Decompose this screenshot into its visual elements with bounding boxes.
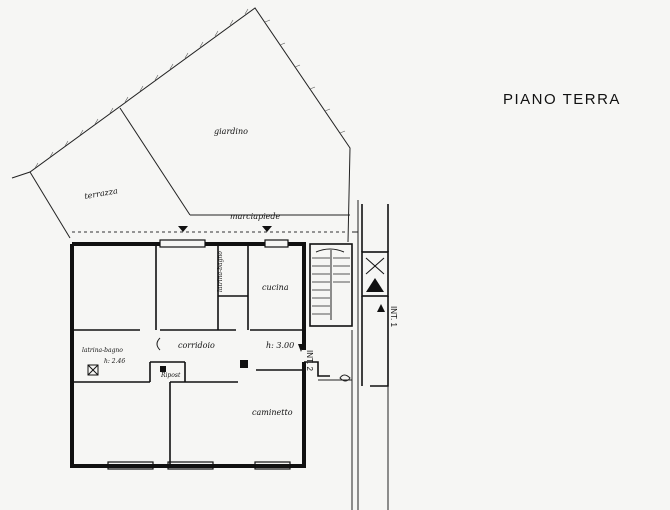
label-latrina-bagno-top: latrina-bagno	[217, 251, 224, 292]
exterior-walls	[70, 239, 306, 470]
label-height-left: h: 2.46	[104, 358, 125, 365]
svg-text:INT. 2: INT. 2	[305, 350, 314, 371]
label-latrina-bagno-left: latrina-bagno	[82, 347, 123, 354]
label-corridoio: corridoio	[178, 341, 215, 350]
label-marciapiede: marciapiede	[230, 212, 281, 221]
fixtures	[87, 337, 248, 376]
garden-outline	[11, 7, 351, 243]
int2-marker: INT. 2	[298, 344, 314, 371]
label-terrazza: terrazza	[84, 186, 119, 201]
elevator-shaft	[361, 204, 389, 510]
svg-text:INT. 1: INT. 1	[389, 306, 398, 327]
label-cucina: cucina	[262, 283, 289, 292]
plan-title: PIANO TERRA	[503, 91, 621, 108]
label-giardino: giardino	[214, 127, 248, 136]
label-caminetto: caminetto	[252, 408, 293, 417]
entrance-arrows	[178, 226, 272, 232]
int1-marker: INT. 1	[377, 304, 398, 327]
entrance-passage	[304, 200, 359, 510]
label-ripost: Ripost	[160, 372, 181, 379]
interior-walls	[74, 246, 303, 464]
staircase	[309, 243, 353, 327]
label-height-right: h: 3.00	[266, 341, 294, 350]
